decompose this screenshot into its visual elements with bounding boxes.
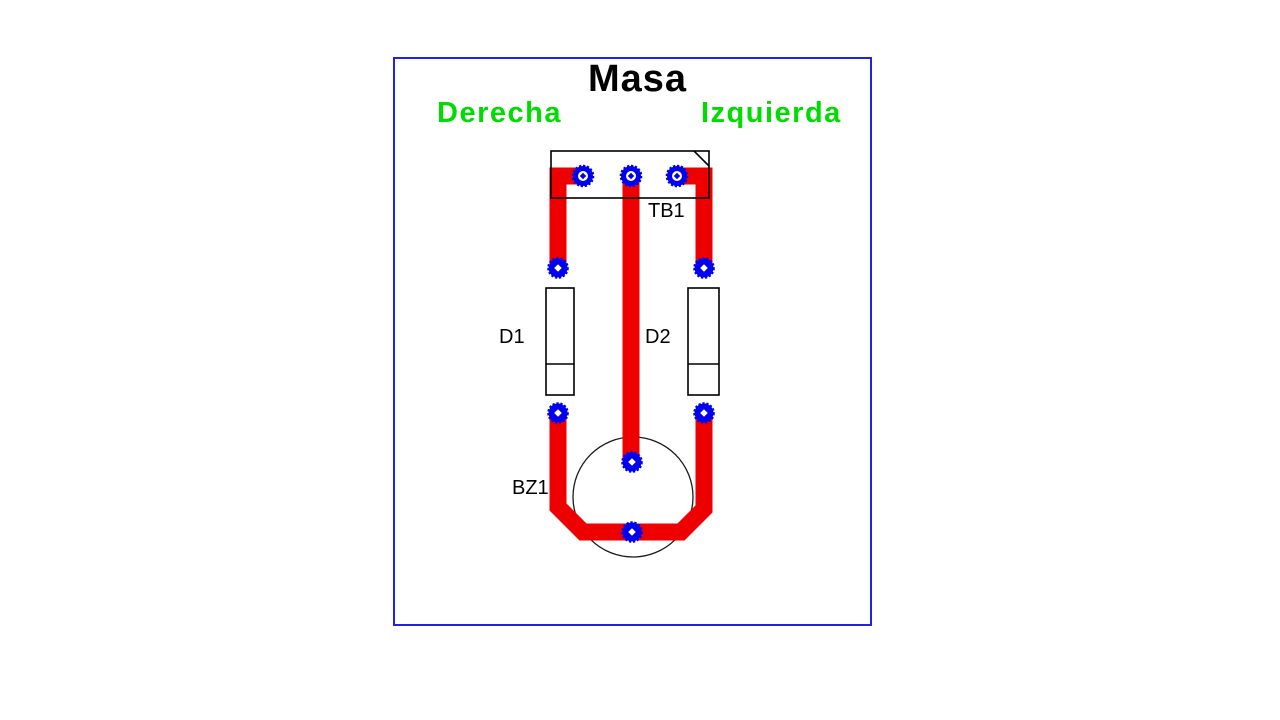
- d1-body-outline: [545, 287, 575, 396]
- bz1-designator: BZ1: [512, 477, 549, 499]
- pad-tb1-pin3: [665, 164, 689, 188]
- pad-bz1-top: [621, 451, 643, 473]
- trace-tb1-left-to-d1: [549, 167, 583, 268]
- pad-d1-bottom: [547, 402, 569, 424]
- trace-tb1-right-to-d2: [677, 167, 713, 268]
- d2-designator: D2: [645, 326, 671, 348]
- pad-tb1-pin2: [619, 164, 643, 188]
- board-title: Masa: [587, 58, 688, 100]
- component-outlines: [545, 150, 720, 396]
- pad-bz1-bottom: [621, 521, 643, 543]
- pad-d2-top: [693, 257, 715, 279]
- tb1-designator: TB1: [648, 200, 685, 222]
- tb1-corner-notch: [693, 150, 710, 167]
- legend-izquierda: Izquierda: [701, 97, 842, 129]
- pad-d1-top: [547, 257, 569, 279]
- d2-body-outline: [687, 287, 720, 396]
- pad-tb1-pin1: [571, 164, 595, 188]
- d1-designator: D1: [499, 326, 525, 348]
- copper-traces: [549, 167, 713, 541]
- board-outline: [393, 57, 872, 626]
- legend-derecha: Derecha: [437, 97, 562, 129]
- tb1-body-outline: [550, 150, 710, 199]
- pad-d2-bottom: [693, 402, 715, 424]
